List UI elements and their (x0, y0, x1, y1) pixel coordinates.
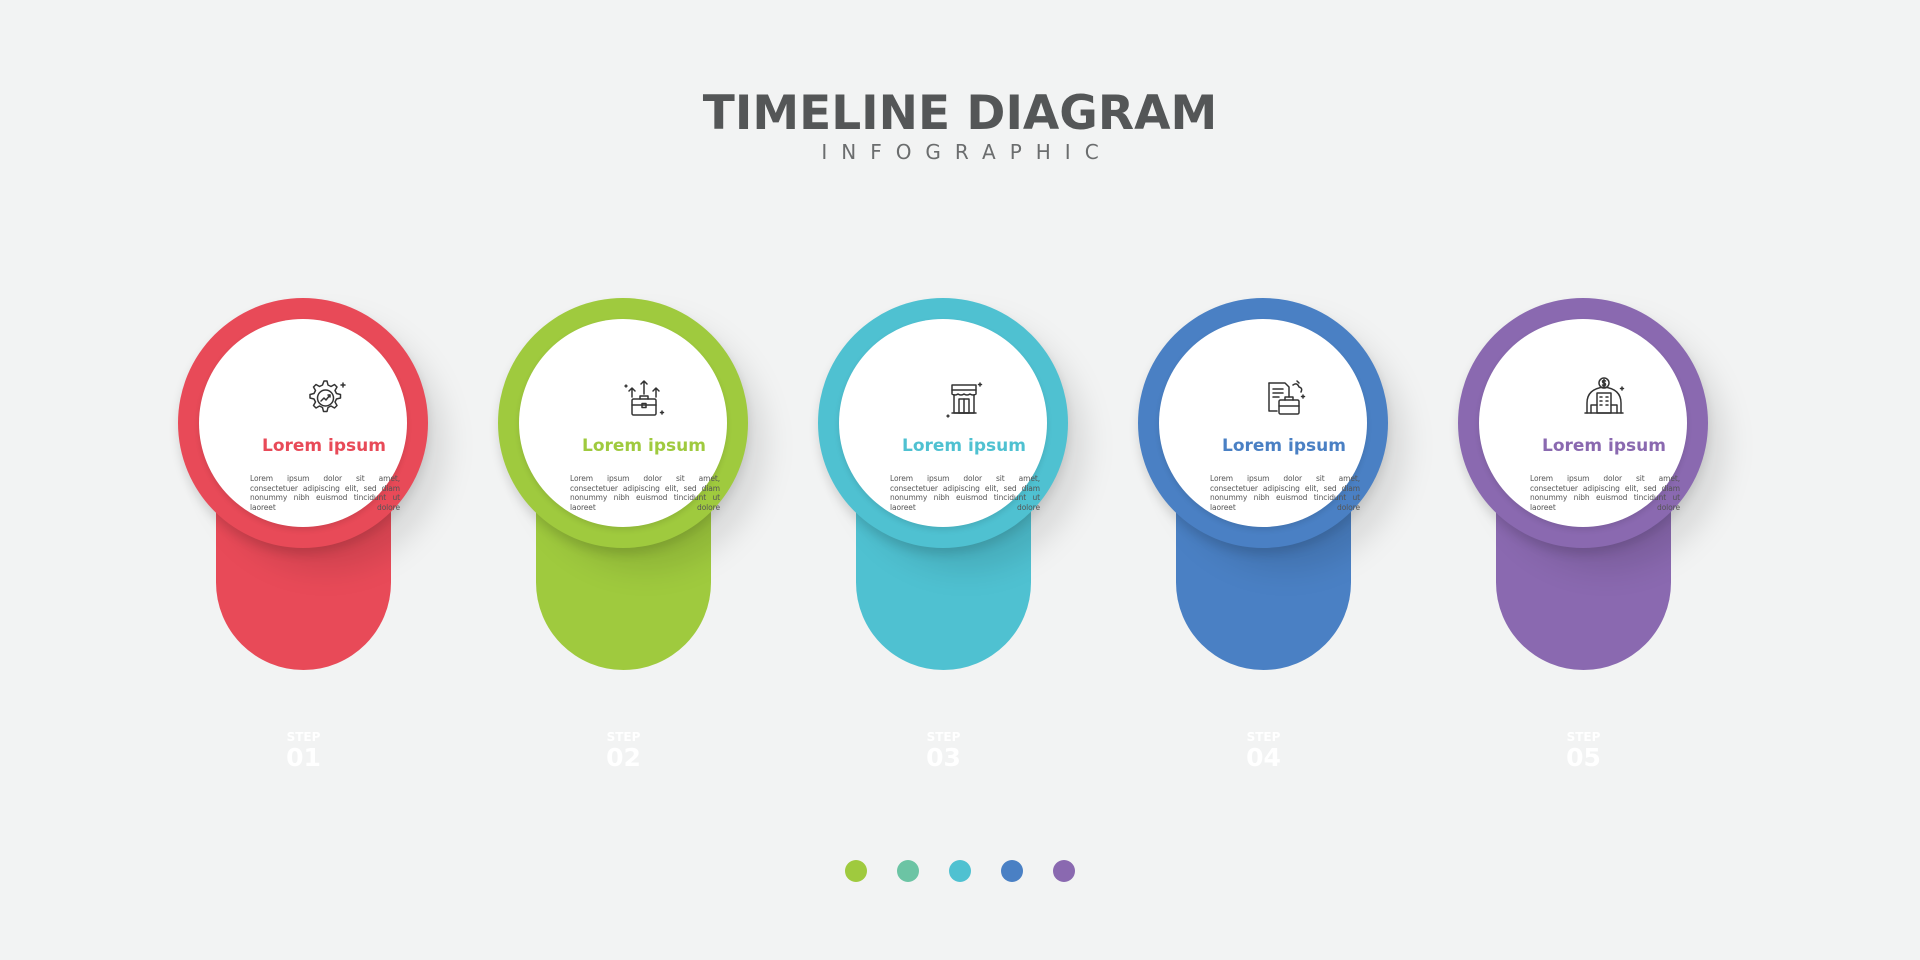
step-number: 03 (926, 743, 961, 772)
step-heading: Lorem ipsum (262, 436, 386, 456)
pagination-dot[interactable] (1001, 860, 1023, 882)
step-label: STEP (1566, 730, 1601, 744)
step-number: 05 (1566, 743, 1601, 772)
step-description: Lorem ipsum dolor sit amet, consectetuer… (570, 474, 720, 512)
step-description: Lorem ipsum dolor sit amet, consectetuer… (250, 474, 400, 512)
step-card: Lorem ipsum Lorem ipsum dolor sit amet, … (1159, 319, 1367, 527)
pagination-dot[interactable] (897, 860, 919, 882)
step-number: 02 (606, 743, 641, 772)
pagination-dot[interactable] (949, 860, 971, 882)
step-number: 01 (286, 743, 321, 772)
step-description: Lorem ipsum dolor sit amet, consectetuer… (1210, 474, 1360, 512)
document-briefcase-icon (1259, 375, 1309, 421)
step-card: Lorem ipsum Lorem ipsum dolor sit amet, … (199, 319, 407, 527)
step-label: STEP (926, 730, 961, 744)
timeline-step-5: STEP 05 Lore (1458, 298, 1726, 772)
pagination-dot[interactable] (1053, 860, 1075, 882)
pagination-dot[interactable] (845, 860, 867, 882)
step-label: STEP (606, 730, 641, 744)
step-heading: Lorem ipsum (902, 436, 1026, 456)
step-card: Lorem ipsum Lorem ipsum dolor sit amet, … (1479, 319, 1687, 527)
page-title: TIMELINE DIAGRAM (702, 86, 1218, 141)
pagination-dots (0, 860, 1920, 882)
gear-chart-icon (299, 375, 349, 421)
step-label: STEP (286, 730, 321, 744)
timeline-step-4: STEP 04 Lore (1138, 298, 1406, 772)
step-card: Lorem ipsum Lorem ipsum dolor sit amet, … (839, 319, 1047, 527)
briefcase-growth-icon (619, 375, 669, 421)
step-heading: Lorem ipsum (582, 436, 706, 456)
timeline-step-3: STEP 03 Lore (818, 298, 1086, 772)
step-number: 04 (1246, 743, 1281, 772)
step-heading: Lorem ipsum (1542, 436, 1666, 456)
timeline-step-1: STEP 01 Lorem ipsum Lorem ipsum dolor si… (178, 298, 446, 772)
bank-building-icon (1579, 375, 1629, 421)
page-subtitle: INFOGRAPHIC (821, 140, 1113, 164)
step-description: Lorem ipsum dolor sit amet, consectetuer… (1530, 474, 1680, 512)
storefront-icon (939, 375, 989, 421)
step-description: Lorem ipsum dolor sit amet, consectetuer… (890, 474, 1040, 512)
step-card: Lorem ipsum Lorem ipsum dolor sit amet, … (519, 319, 727, 527)
step-heading: Lorem ipsum (1222, 436, 1346, 456)
timeline-step-2: STEP 02 (498, 298, 766, 772)
step-label: STEP (1246, 730, 1281, 744)
